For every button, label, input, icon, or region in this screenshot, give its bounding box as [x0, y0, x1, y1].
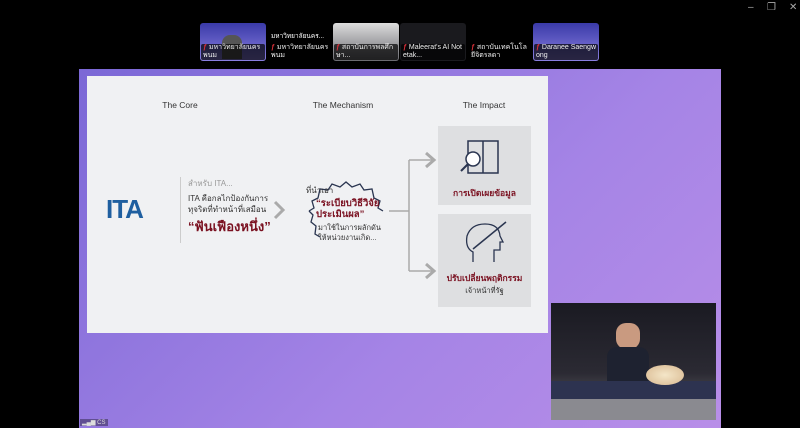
mic-muted-icon: ƒ	[203, 44, 207, 51]
participant-name: Maleerat's AI Notetak...	[403, 44, 462, 59]
speaker-video[interactable]	[551, 303, 716, 420]
mechanism-highlight1: “ระเบียบวิธีวิจัย	[316, 198, 380, 209]
network-label: CS	[97, 420, 106, 426]
signal-icon: ▂▄▆	[82, 420, 98, 426]
speaker-body	[607, 347, 649, 387]
mechanism-line1: ที่นำเอา	[306, 186, 334, 195]
ita-logo: ITA	[106, 194, 144, 224]
core-line1: ITA คือกลไกป้องกันการ	[188, 194, 269, 203]
mechanism-line2: มาใช้ในการผลักดัน	[318, 223, 382, 232]
participant-name: สถาบันเทคโนโลยีจิตรลดา	[471, 44, 527, 59]
mic-muted-icon: ƒ	[271, 44, 275, 51]
header-mechanism: The Mechanism	[312, 100, 374, 110]
speaker-head	[616, 323, 640, 349]
participant-name: มหาวิทยาลัยนครพนม	[271, 44, 329, 59]
restore-button[interactable]: ❐	[767, 2, 776, 13]
core-intro: สำหรับ ITA...	[188, 179, 233, 188]
network-status: ▂▄▆ CS	[80, 419, 108, 426]
book-magnifier-icon	[460, 140, 499, 174]
core-line2: ทุจริตที่ทำหน้าที่เสมือน	[188, 205, 267, 214]
flow-arrows	[273, 151, 437, 280]
close-button[interactable]: ✕	[789, 2, 798, 13]
impact-box-disclosure: การเปิดเผยข้อมูล	[438, 126, 531, 205]
table	[551, 381, 716, 399]
participant-name: สถาบันการพลศึกษา...	[336, 44, 394, 59]
mechanism-highlight2: ประเมินผล”	[316, 209, 365, 220]
divider	[180, 177, 181, 243]
impact-box-behavior: ปรับเปลี่ยนพฤติกรรม เจ้าหน้าที่รัฐ	[438, 214, 531, 307]
participant-name: มหาวิทยาลัยนครพนม	[203, 44, 261, 59]
participant-display-name: มหาวิทยาลัยนคร...	[271, 33, 325, 40]
mechanism-line3: ให้หน่วยงานเกิด...	[318, 233, 377, 242]
head-arrows-icon	[465, 221, 507, 262]
impact-subtitle: เจ้าหน้าที่รัฐ	[465, 286, 504, 295]
impact-title: การเปิดเผยข้อมูล	[453, 188, 516, 198]
mic-muted-icon: ƒ	[403, 44, 407, 51]
header-impact: The Impact	[462, 100, 506, 110]
mic-muted-icon: ƒ	[536, 44, 540, 51]
mic-muted-icon: ƒ	[336, 44, 340, 51]
floor	[551, 399, 716, 420]
minimize-button[interactable]: –	[748, 2, 754, 13]
core-highlight: “ฟันเฟืองหนึ่ง”	[188, 219, 271, 234]
flowers	[646, 365, 684, 385]
impact-title: ปรับเปลี่ยนพฤติกรรม	[446, 273, 523, 283]
participant-name: Daranee Saengwong	[536, 44, 596, 59]
mic-muted-icon: ƒ	[471, 44, 475, 51]
header-core: The Core	[162, 100, 198, 110]
